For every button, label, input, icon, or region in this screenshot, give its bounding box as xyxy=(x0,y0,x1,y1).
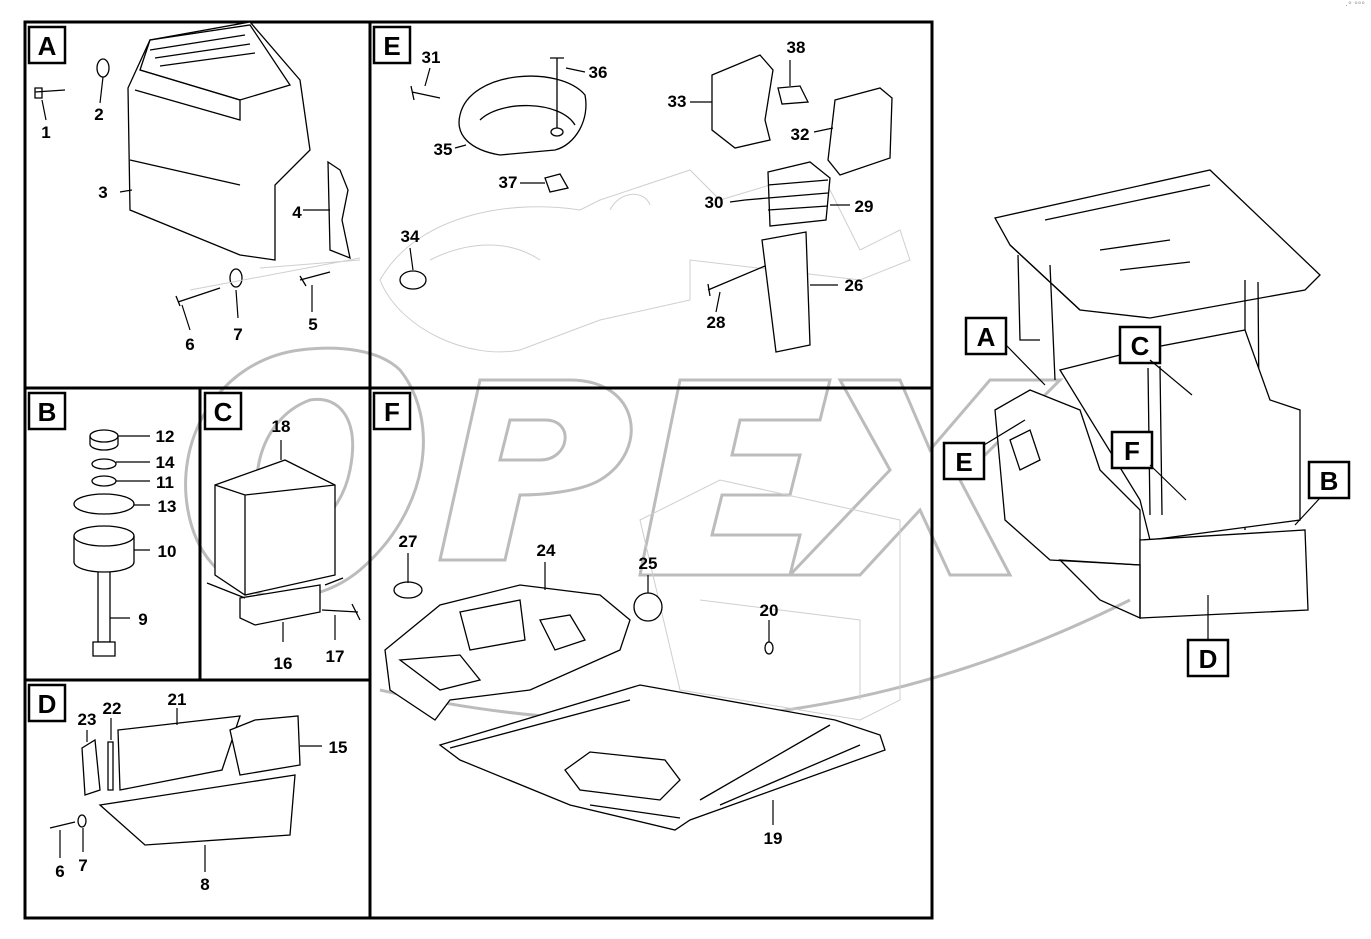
clip-part-37 xyxy=(544,173,570,193)
callout-19: 19 xyxy=(764,829,783,848)
callout-18: 18 xyxy=(272,417,291,436)
callout-3: 3 xyxy=(98,183,107,202)
callout-22: 22 xyxy=(103,699,122,718)
callout-1: 1 xyxy=(41,123,50,142)
cab-roof xyxy=(994,169,1321,319)
callout-15: 15 xyxy=(329,738,348,757)
callout-6-lower: 6 xyxy=(55,862,64,881)
overview-label-b: B xyxy=(1320,466,1339,496)
overview-labels: A C E F B D xyxy=(942,316,1351,678)
callout-13: 13 xyxy=(158,497,177,516)
seat-part-35 xyxy=(458,75,587,156)
callout-33: 33 xyxy=(668,92,687,111)
dashboard-part-24 xyxy=(384,584,631,721)
section-b-label: B xyxy=(38,397,57,427)
overview-label-a: A xyxy=(977,322,996,352)
callout-24: 24 xyxy=(537,541,556,560)
corner-mark: ·° °°° xyxy=(1345,0,1365,10)
callout-7-lower: 7 xyxy=(78,856,87,875)
callout-27: 27 xyxy=(399,532,418,551)
part-12 xyxy=(89,429,119,443)
callout-32: 32 xyxy=(791,125,810,144)
part-22 xyxy=(107,741,114,791)
callout-35: 35 xyxy=(434,140,453,159)
knob-part-25 xyxy=(633,592,663,622)
panel-part-26 xyxy=(761,231,811,353)
callout-29: 29 xyxy=(855,197,874,216)
section-labels: A E B C F D xyxy=(27,25,412,723)
callout-7: 7 xyxy=(233,325,242,344)
callout-6: 6 xyxy=(185,335,194,354)
overview-label-f: F xyxy=(1124,436,1140,466)
callout-17: 17 xyxy=(326,647,345,666)
part-21 xyxy=(117,715,241,791)
callout-31: 31 xyxy=(422,48,441,67)
callout-28: 28 xyxy=(707,313,726,332)
section-f-drawing xyxy=(384,479,901,831)
callout-26: 26 xyxy=(845,276,864,295)
bracket-part-16 xyxy=(239,584,321,626)
callout-2: 2 xyxy=(94,105,103,124)
section-d-label: D xyxy=(38,689,57,719)
section-e-drawing xyxy=(379,54,911,353)
cover-part-32 xyxy=(827,87,893,176)
housing-part-29 xyxy=(767,161,831,227)
part-15 xyxy=(229,715,301,776)
cab-base xyxy=(1139,529,1309,619)
callout-14: 14 xyxy=(156,453,175,472)
cover-part-33 xyxy=(711,54,774,149)
callout-34: 34 xyxy=(401,227,420,246)
overview-label-d: D xyxy=(1199,644,1218,674)
callout-5: 5 xyxy=(308,315,317,334)
callout-36: 36 xyxy=(589,63,608,82)
callout-9: 9 xyxy=(138,610,147,629)
overview-label-e: E xyxy=(955,447,972,477)
section-c-label: C xyxy=(214,397,233,427)
housing-part-3 xyxy=(127,21,311,261)
cab-overview-drawing xyxy=(994,169,1321,620)
callout-11: 11 xyxy=(156,473,174,492)
section-c-drawing xyxy=(206,440,361,642)
callout-8: 8 xyxy=(200,875,209,894)
section-a-drawing xyxy=(34,21,361,331)
bracket-part-4 xyxy=(327,160,351,260)
section-d-drawing xyxy=(49,708,322,872)
cap-part-27 xyxy=(393,581,423,599)
callout-10: 10 xyxy=(158,542,177,561)
callout-38: 38 xyxy=(787,38,806,57)
callout-20: 20 xyxy=(760,601,779,620)
callout-23: 23 xyxy=(78,710,97,729)
section-e-label: E xyxy=(383,31,400,61)
part-23 xyxy=(81,738,101,796)
section-f-label: F xyxy=(384,397,400,427)
callout-16: 16 xyxy=(274,654,293,673)
overview-label-c: C xyxy=(1131,331,1150,361)
part-38 xyxy=(777,85,810,105)
section-b-drawing xyxy=(73,429,150,657)
part-10 xyxy=(73,525,135,547)
section-a-label: A xyxy=(38,31,57,61)
callout-4: 4 xyxy=(292,203,302,222)
box-part-18 xyxy=(214,459,336,596)
panel-frames xyxy=(23,20,934,920)
callout-12: 12 xyxy=(156,427,175,446)
callout-21: 21 xyxy=(168,690,187,709)
floor-part-19 xyxy=(438,684,886,831)
part-8 xyxy=(98,774,296,846)
callout-25: 25 xyxy=(639,554,658,573)
cab-body xyxy=(1058,329,1301,541)
callout-30: 30 xyxy=(705,193,724,212)
callout-37: 37 xyxy=(499,173,518,192)
